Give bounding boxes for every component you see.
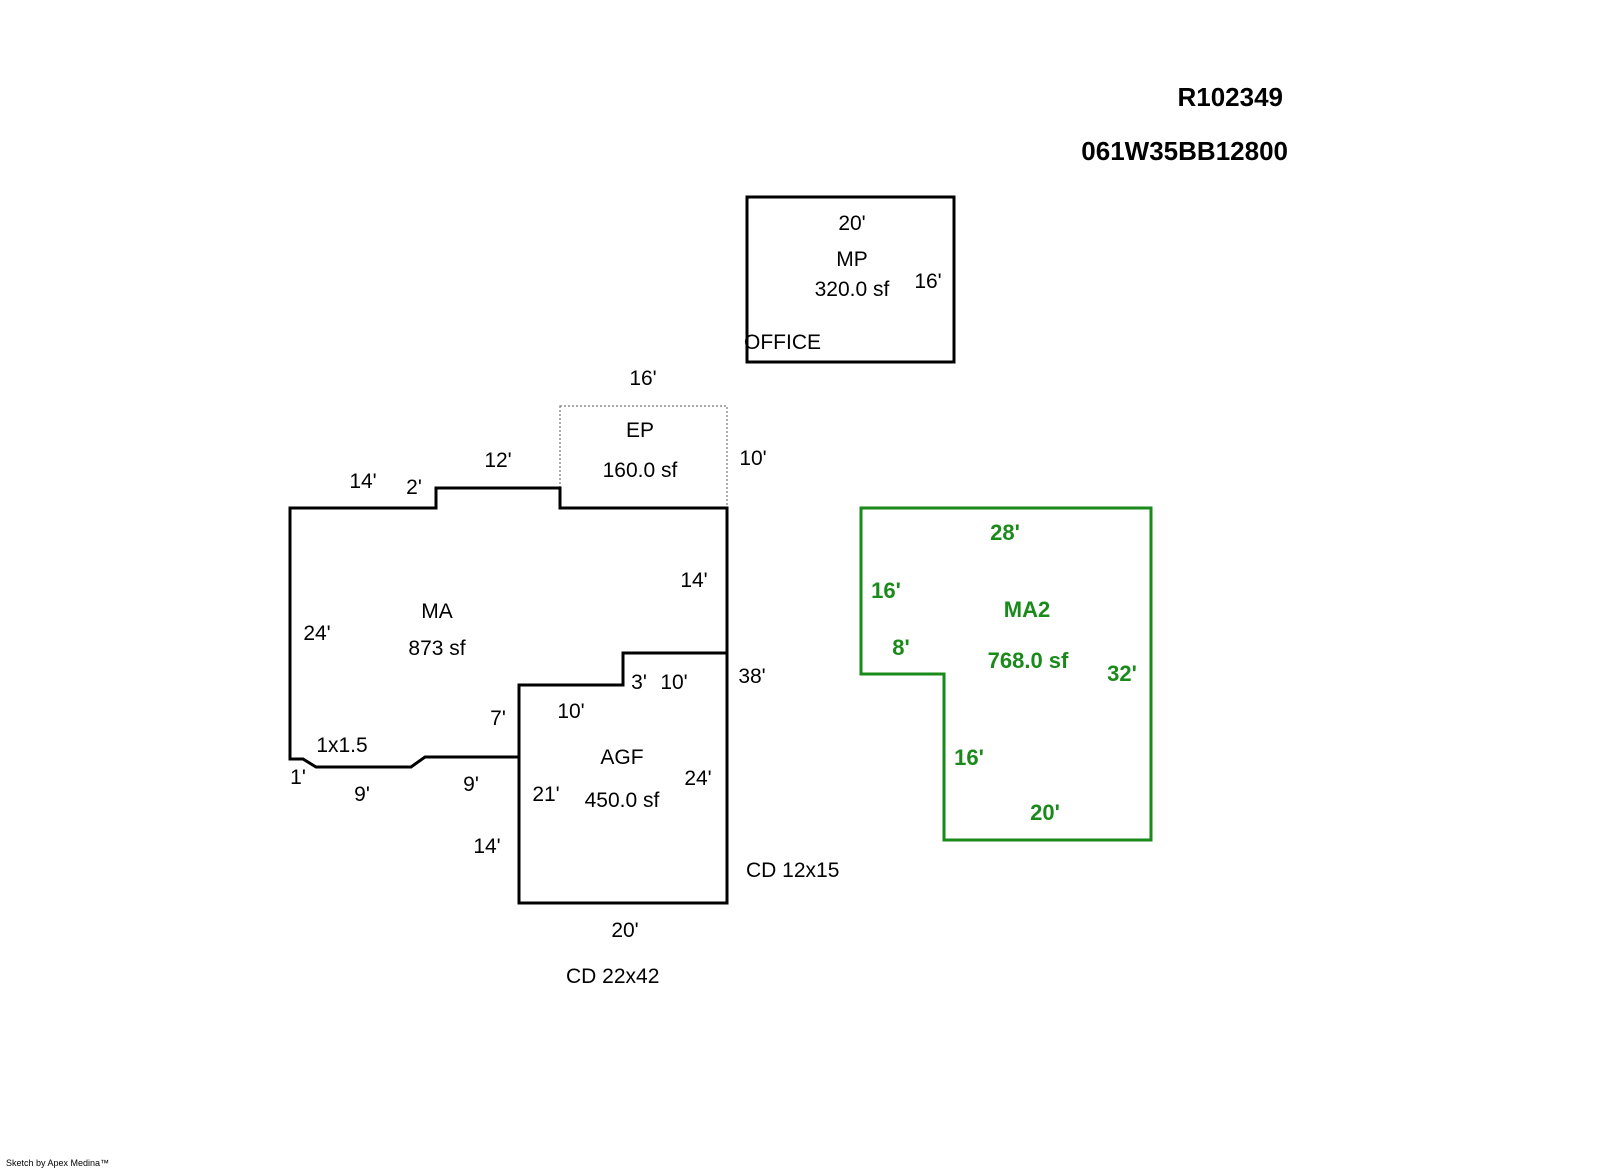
ma2-dim-inner-left: 16' — [954, 745, 984, 770]
ep-dim-top: 16' — [629, 367, 656, 390]
ma2-area: 768.0 sf — [988, 648, 1069, 673]
ma-dim-bay: 1x1.5 — [316, 734, 367, 757]
parcel-id: R102349 — [1177, 82, 1283, 112]
deck-label-2: CD 22x42 — [566, 965, 659, 988]
deck-label-1: CD 12x15 — [746, 859, 839, 882]
map-number: 061W35BB12800 — [1081, 136, 1288, 166]
agf-code: AGF — [600, 746, 643, 769]
mp-note: OFFICE — [744, 331, 821, 354]
ma-dim-notch-depth: 3' — [631, 671, 647, 694]
agf-dim-left: 21' — [532, 783, 559, 806]
ep-code: EP — [626, 419, 654, 442]
ma2-dim-top: 28' — [990, 520, 1020, 545]
mp-outline — [745, 195, 956, 364]
mp-code: MP — [836, 248, 868, 271]
ma2-outline — [859, 506, 1153, 842]
ma-code: MA — [421, 600, 453, 623]
agf-dim-top: 10' — [557, 700, 584, 723]
ma2-dim-left: 16' — [871, 578, 901, 603]
ma2-dim-bottom: 20' — [1030, 800, 1060, 825]
mp-dim-top: 20' — [838, 212, 865, 235]
ma-dim-left: 24' — [303, 622, 330, 645]
agf-dim-right: 24' — [684, 767, 711, 790]
agf-dim-left-lower: 14' — [473, 835, 500, 858]
ma-dim-bottom-left: 9' — [354, 783, 370, 806]
sketch-credit: Sketch by Apex Medina™ — [6, 1158, 109, 1168]
mp-area: 320.0 sf — [815, 278, 890, 301]
agf-area: 450.0 sf — [585, 789, 660, 812]
ma-dim-corner: 1' — [290, 766, 306, 789]
ma2-dim-step: 8' — [892, 635, 909, 660]
ma-dim-right-total: 38' — [738, 665, 765, 688]
ma2-dim-right: 32' — [1107, 661, 1137, 686]
ma-dim-notch-width: 10' — [660, 671, 687, 694]
ma-dim-right-upper: 14' — [680, 569, 707, 592]
ma-dim-step-up: 2' — [406, 476, 422, 499]
ma-dim-inner-vertical: 7' — [490, 707, 506, 730]
ma-outline — [288, 486, 729, 769]
ma-dim-bottom-right: 9' — [463, 773, 479, 796]
ma-dim-top-left: 14' — [349, 470, 376, 493]
ma-area: 873 sf — [408, 637, 465, 660]
ma2-code: MA2 — [1004, 597, 1050, 622]
ep-dim-right: 10' — [739, 447, 766, 470]
mp-dim-right: 16' — [914, 270, 941, 293]
agf-dim-bottom: 20' — [611, 919, 638, 942]
ma-dim-top-mid: 12' — [484, 449, 511, 472]
agf-outline — [517, 651, 729, 905]
ep-area: 160.0 sf — [603, 459, 678, 482]
